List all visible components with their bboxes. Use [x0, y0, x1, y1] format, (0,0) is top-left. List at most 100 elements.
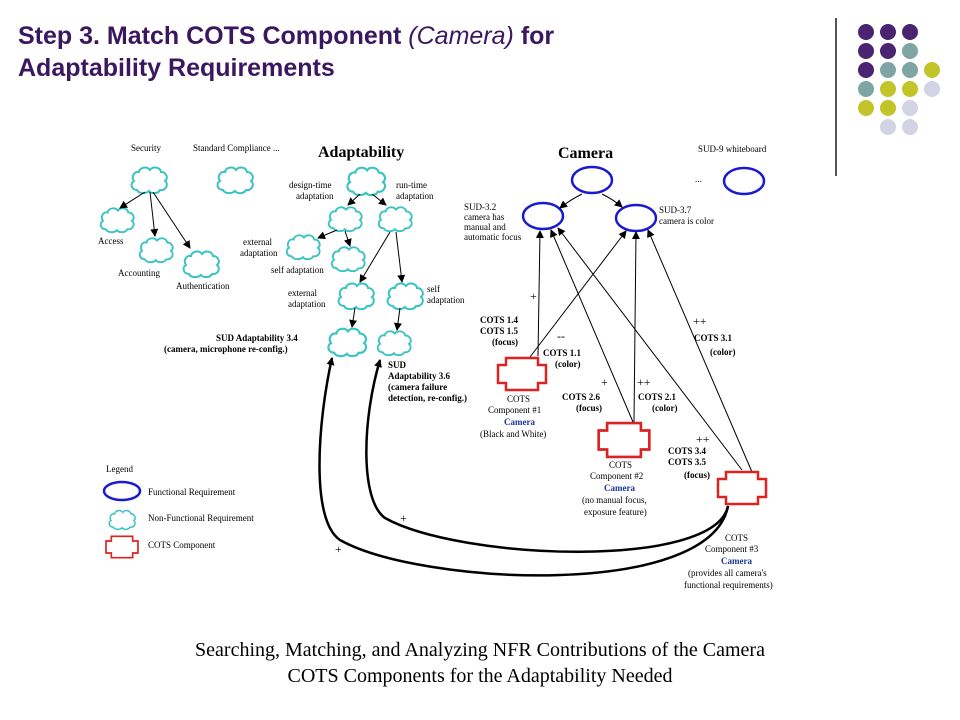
label-cots-2-focus: (focus) [576, 403, 602, 413]
label-comp3-e: functional requirements) [684, 580, 773, 590]
label-cots-2-1: COTS 2.1 [638, 392, 677, 402]
label-accounting: Accounting [118, 268, 160, 278]
legend-cots-icon [105, 535, 139, 559]
label-self-2b: adaptation [427, 295, 465, 305]
label-cots-1-color: (color) [555, 359, 580, 369]
label-comp3-a: COTS [725, 533, 748, 543]
label-cots-1-5: COTS 1.5 [480, 326, 519, 336]
label-design-time-1: design-time [289, 180, 332, 190]
ellipse-sud-3-7 [614, 203, 658, 233]
caption-line-2: COTS Components for the Adaptability Nee… [288, 665, 673, 687]
edge-c3-sud36 [365, 359, 730, 553]
label-access: Access [98, 236, 124, 246]
cloud-self-1 [330, 246, 366, 272]
cloud-access [99, 207, 135, 233]
cloud-external-1 [285, 234, 321, 260]
sign-plus-3: + [400, 511, 407, 525]
edge-c3-sud34 [318, 357, 730, 577]
ellipse-camera [570, 165, 614, 195]
edge-run-self [395, 231, 406, 283]
label-adaptability: Adaptability [318, 144, 404, 161]
label-comp2-a: COTS [609, 460, 632, 470]
decor-dot [858, 24, 874, 40]
edge-security-authentication [152, 191, 191, 249]
label-comp1-c: Camera [504, 417, 535, 427]
label-comp3-c: Camera [721, 556, 752, 566]
decor-dot [880, 81, 896, 97]
decor-dot [880, 24, 896, 40]
label-cots-3-color: (color) [710, 347, 735, 357]
cloud-accounting [138, 237, 174, 263]
label-cots-2-color: (color) [652, 403, 677, 413]
label-sud-3-6-c: (camera failure [388, 382, 447, 392]
label-external-2a: external [288, 288, 317, 298]
edge-adapt-design [347, 193, 361, 206]
title-part-1: Step 3. Match COTS Component [18, 22, 409, 50]
label-cots-3-1: COTS 3.1 [694, 333, 733, 343]
edge-c2-sud37 [631, 231, 640, 423]
decor-dot [858, 81, 874, 97]
label-sud-3-2-a: SUD-3.2 [464, 202, 496, 212]
cots-component-1 [496, 356, 548, 392]
legend-functional-icon [102, 480, 142, 502]
label-sud-3-4-a: SUD Adaptability 3.4 [216, 333, 298, 343]
title-part-2: for [513, 22, 555, 50]
cloud-security [130, 166, 168, 194]
label-comp2-c: Camera [604, 483, 635, 493]
label-cots-1-1: COTS 1.1 [543, 348, 582, 358]
decor-dot [902, 100, 918, 116]
label-authentication: Authentication [176, 281, 230, 291]
cloud-external-2 [337, 282, 375, 310]
label-sud-3-6-a: SUD [388, 360, 407, 370]
label-sud-3-2-c: manual and [464, 222, 506, 232]
decor-dot [880, 62, 896, 78]
cloud-self-2 [386, 282, 424, 310]
label-cots-3-4: COTS 3.4 [668, 446, 707, 456]
label-comp3-d: (provides all camera's [688, 568, 767, 578]
label-cots-2-6: COTS 2.6 [562, 392, 601, 402]
cloud-authentication [182, 250, 220, 278]
legend-title: Legend [106, 464, 133, 474]
legend-functional: Functional Requirement [148, 487, 236, 497]
sign-plusplus-3: ++ [696, 432, 710, 446]
label-sud-9-dots: ... [695, 174, 702, 184]
label-comp2-e: exposure feature) [584, 507, 647, 517]
edge-camera-sud32 [559, 193, 583, 209]
label-comp1-d: (Black and White) [480, 429, 546, 439]
label-cots-3-focus: (focus) [684, 470, 710, 480]
label-sud-3-4-b: (camera, microphone re-config.) [164, 344, 288, 354]
label-comp2-d: (no manual focus, [582, 495, 647, 505]
edge-external-sud34 [349, 307, 358, 328]
label-run-time-1: run-time [396, 180, 427, 190]
label-external-2b: adaptation [288, 299, 326, 309]
label-sud-3-7-a: SUD-3.7 [659, 205, 692, 215]
label-standard-compliance: Standard Compliance ... [193, 143, 280, 153]
sign-plus-1: + [530, 289, 537, 303]
label-sud-3-2-d: automatic focus [464, 232, 522, 242]
cloud-sud-3-6 [376, 330, 412, 356]
cloud-standard-compliance [216, 166, 254, 194]
decor-dot [880, 119, 896, 135]
sign-plus-4: + [335, 542, 342, 556]
edge-security-accounting [149, 191, 159, 237]
label-cots-3-5: COTS 3.5 [668, 457, 707, 467]
decor-dot [902, 43, 918, 59]
edge-c3-sud37 [647, 229, 753, 473]
edge-design-self [343, 230, 352, 247]
title-italic: (Camera) [408, 22, 514, 50]
cloud-design-time [327, 206, 363, 232]
label-comp2-b: Component #2 [590, 471, 643, 481]
decor-dot [880, 43, 896, 59]
label-cots-1-4: COTS 1.4 [480, 315, 519, 325]
edge-self-sud36 [393, 307, 402, 331]
sign-minus: -- [557, 329, 565, 343]
slide-title: Step 3. Match COTS Component (Camera) fo… [18, 20, 818, 84]
label-self-2a: self [427, 284, 440, 294]
decor-dot [880, 100, 896, 116]
label-run-time-2: adaptation [396, 191, 434, 201]
label-sud-9: SUD-9 whiteboard [698, 144, 767, 154]
decor-dot [858, 43, 874, 59]
cloud-run-time [377, 206, 413, 232]
